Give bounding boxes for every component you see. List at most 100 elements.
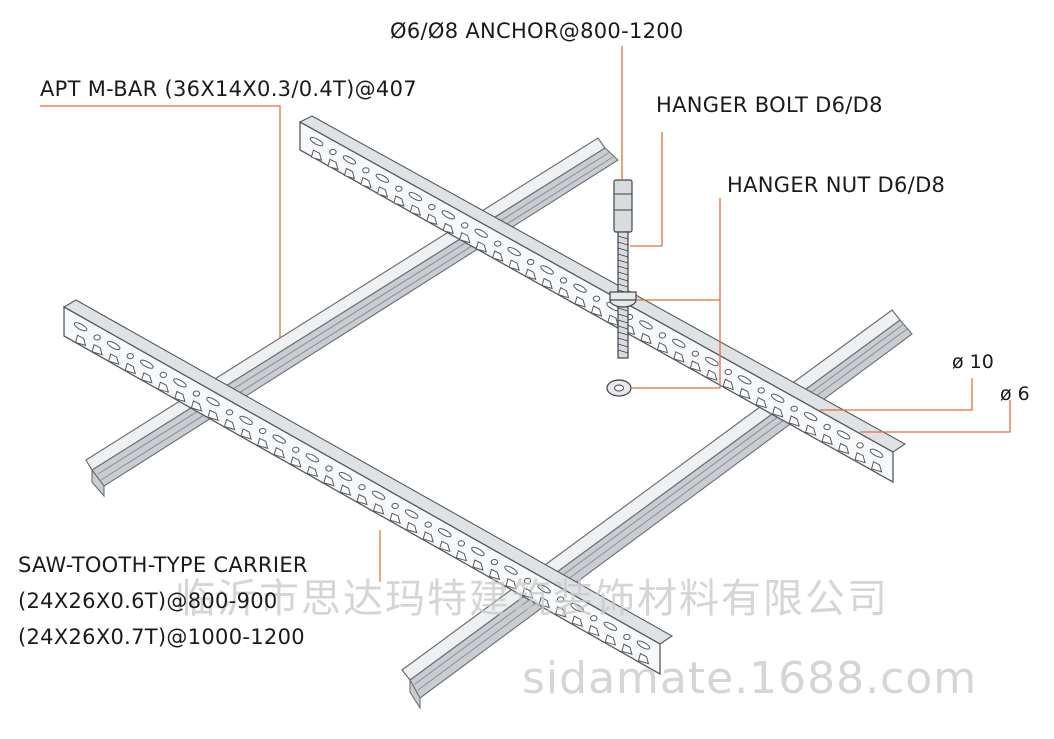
oblong-slot (173, 378, 187, 388)
oblong-slot (404, 509, 419, 519)
saw-tooth (590, 305, 603, 317)
round-hole (461, 222, 469, 229)
bolt-thread (617, 319, 629, 324)
saw-tooth (459, 231, 471, 244)
saw-tooth (607, 314, 619, 326)
saw-tooth (870, 461, 883, 473)
oblong-slot (438, 528, 452, 538)
hanger-nut-on-bolt (609, 291, 637, 308)
round-hole (329, 148, 337, 156)
oblong-slot (342, 155, 357, 165)
m-bar-upper (298, 115, 907, 484)
label-hanger-nut: HANGER NUT D6/D8 (727, 173, 945, 197)
bolt-thread (617, 271, 629, 276)
m-bar-lower (62, 299, 674, 676)
saw-tooth (571, 615, 583, 627)
saw-tooth (521, 587, 534, 599)
label-carrier-spec2: (24X26X0.7T)@1000-1200 (18, 625, 305, 649)
saw-tooth (343, 167, 356, 180)
saw-tooth (108, 353, 120, 365)
oblong-slot (869, 448, 884, 458)
oblong-slot (573, 283, 587, 293)
saw-tooth (372, 503, 385, 515)
saw-tooth (124, 362, 136, 375)
saw-tooth (439, 540, 451, 553)
saw-tooth (555, 606, 567, 618)
saw-tooth (772, 406, 784, 418)
oblong-slot (636, 640, 651, 650)
round-hole (159, 371, 168, 378)
saw-tooth (508, 259, 520, 271)
saw-tooth (637, 652, 650, 665)
saw-tooth (360, 176, 372, 189)
round-hole (358, 484, 366, 491)
oblong-slot (338, 471, 353, 482)
oblong-slot (836, 430, 851, 440)
saw-tooth (339, 484, 352, 496)
oblong-slot (507, 246, 521, 257)
watermark: 临沂市思达玛特建筑装饰材料有限公司 sidamate.1688.com (175, 576, 976, 704)
bolt-thread (617, 265, 629, 270)
saw-tooth (755, 396, 767, 409)
saw-tooth (273, 446, 285, 459)
saw-tooth (157, 381, 170, 393)
bolt-thread (617, 253, 629, 258)
saw-tooth (722, 378, 735, 391)
saw-tooth (442, 222, 454, 235)
saw-tooth (488, 568, 501, 581)
oblong-slot (672, 338, 686, 348)
label-anchor: Ø6/Ø8 ANCHOR@800-1200 (390, 19, 684, 43)
saw-tooth (409, 204, 422, 216)
round-hole (424, 521, 432, 528)
oblong-slot (239, 415, 253, 425)
round-hole (724, 368, 732, 376)
bolt-thread (617, 283, 629, 288)
saw-tooth (557, 286, 570, 299)
oblong-slot (537, 584, 551, 594)
saw-tooth (174, 390, 186, 403)
round-hole (823, 423, 831, 431)
saw-tooth (406, 521, 418, 534)
oblong-slot (206, 397, 220, 407)
saw-tooth (327, 158, 339, 171)
round-hole (757, 387, 765, 394)
round-hole (362, 167, 370, 174)
saw-tooth (574, 296, 586, 308)
oblong-slot (603, 621, 618, 631)
saw-tooth (426, 213, 438, 226)
bolt-thread (617, 307, 629, 312)
round-hole (523, 577, 532, 584)
bolt-thread (617, 235, 629, 240)
saw-tooth (788, 415, 800, 427)
oblong-slot (737, 375, 752, 385)
oblong-slot (140, 359, 154, 369)
saw-tooth (472, 559, 484, 571)
saw-tooth (376, 186, 389, 198)
saw-tooth (74, 334, 87, 347)
saw-tooth (538, 596, 550, 609)
saw-tooth (310, 149, 323, 161)
oblong-slot (375, 173, 390, 183)
round-hole (428, 203, 436, 211)
oblong-slot (309, 136, 324, 147)
saw-tooth (306, 465, 319, 478)
saw-tooth (422, 531, 434, 543)
round-hole (556, 596, 565, 603)
round-hole (325, 465, 333, 472)
saw-tooth (604, 634, 617, 646)
saw-tooth (257, 437, 269, 450)
saw-tooth (240, 428, 252, 440)
saw-tooth (739, 387, 751, 400)
saw-tooth (854, 451, 866, 464)
carrier-channel-back (85, 137, 619, 498)
label-dia10: ø 10 (952, 351, 994, 373)
saw-tooth (393, 195, 405, 207)
label-hanger-bolt: HANGER BOLT D6/D8 (656, 93, 883, 117)
bolt-thread (617, 349, 629, 354)
bolt-thread (617, 331, 629, 336)
bolt-thread (617, 259, 629, 264)
bolt-thread (617, 241, 629, 246)
saw-tooth (141, 372, 153, 384)
bolt-thread (617, 247, 629, 252)
oblong-slot (770, 393, 785, 403)
